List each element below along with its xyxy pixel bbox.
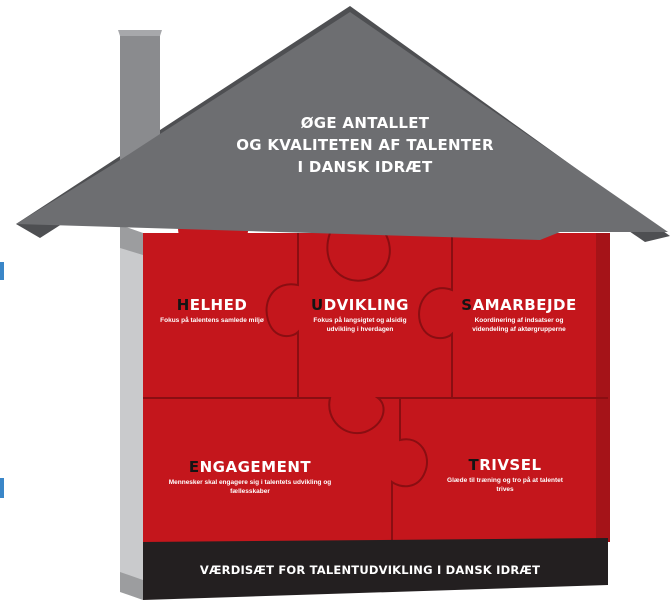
piece-samarbejde-rest: AMARBEJDE [472,296,577,314]
piece-trivsel-desc: Glæde til træning og tro på at talentet … [447,477,563,493]
piece-samarbejde-initial: S [461,296,473,314]
piece-samarbejde-title: SAMARBEJDE [444,296,594,314]
piece-trivsel-rest: RIVSEL [479,456,542,474]
chimney-top [118,30,162,36]
piece-trivsel-initial: T [468,456,480,474]
piece-helhed: HELHED Fokus på talentens samlede miljø [148,296,276,325]
piece-trivsel: TRIVSEL Glæde til træning og tro på at t… [430,456,580,494]
puzzle-knob-top-middle [326,232,391,282]
piece-helhed-title: HELHED [148,296,276,314]
roof-line-1: ØGE ANTALLET [300,114,430,132]
house-base-side [120,572,143,600]
piece-helhed-initial: H [176,296,190,314]
puzzle-line-vertical-left [265,233,299,398]
piece-engagement-initial: E [188,458,200,476]
piece-udvikling-rest: DVIKLING [323,296,409,314]
piece-udvikling-desc: Fokus på langsigtet og alsidig udvikling… [313,317,407,333]
house-left-side [120,225,143,598]
roof-line-2: OG KVALITETEN AF TALENTER [236,136,494,154]
house-wall [143,233,608,548]
roof [16,12,668,240]
piece-engagement: ENGAGEMENT Mennesker skal engagere sig i… [160,458,340,496]
puzzle-line-horizontal [143,397,608,435]
chimney [120,34,160,160]
edge-mark-bottom [0,478,4,498]
piece-udvikling: UDVIKLING Fokus på langsigtet og alsidig… [290,296,430,334]
piece-udvikling-initial: U [311,296,324,314]
piece-trivsel-title: TRIVSEL [430,456,580,474]
house-wall-edge [596,233,610,542]
roof-text: ØGE ANTALLET OG KVALITETEN AF TALENTER I… [200,112,530,178]
piece-samarbejde-desc: Koordinering af indsatser og videndeling… [472,317,566,333]
roof-line-3: I DANSK IDRÆT [297,158,433,176]
house-left-side-shade [120,225,143,255]
piece-engagement-desc: Mennesker skal engagere sig i talentets … [168,479,332,495]
piece-helhed-desc: Fokus på talentens samlede miljø [160,317,264,324]
piece-samarbejde: SAMARBEJDE Koordinering af indsatser og … [444,296,594,334]
piece-engagement-title: ENGAGEMENT [160,458,340,476]
piece-udvikling-title: UDVIKLING [290,296,430,314]
piece-helhed-rest: ELHED [189,296,248,314]
puzzle-line-vertical-right [418,233,453,398]
puzzle-line-bottom-middle [391,398,428,542]
house-base [143,538,608,600]
edge-mark-top [0,262,4,280]
footer-text: VÆRDISÆT FOR TALENTUDVIKLING I DANSK IDR… [199,563,541,577]
piece-engagement-rest: NGAGEMENT [199,458,312,476]
